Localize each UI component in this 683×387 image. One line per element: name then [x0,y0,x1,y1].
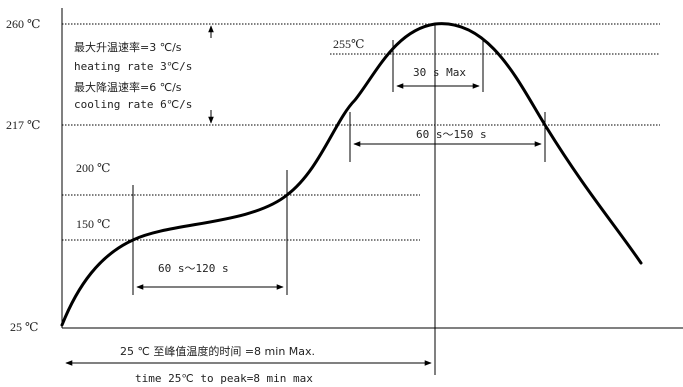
heating-rate-en: heating rate 3℃/s [74,60,192,73]
label-200: 200 ℃ [76,161,110,175]
reflow-curve [60,22,643,327]
time-to-peak-cn: 25 ℃ 至峰值温度的时间 =8 min Max. [120,344,315,358]
liquidus-interval-label: 60 s～150 s [416,128,487,141]
label-150: 150 ℃ [76,217,110,231]
time-to-peak-en: time 25℃ to peak=8 min max [135,372,313,385]
soak-interval-label: 60 s～120 s [158,262,229,275]
y-label-25: 25 ℃ [10,320,38,334]
cooling-rate-cn: 最大降温速率=6 ℃/s [74,80,182,94]
peak-interval-label: 30 s Max [413,66,466,79]
y-label-217: 217 ℃ [6,118,40,132]
y-label-260: 260 ℃ [6,17,40,31]
label-255: 255℃ [333,37,364,51]
cooling-rate-en: cooling rate 6℃/s [74,98,192,111]
heating-rate-cn: 最大升温速率=3 ℃/s [74,40,182,54]
